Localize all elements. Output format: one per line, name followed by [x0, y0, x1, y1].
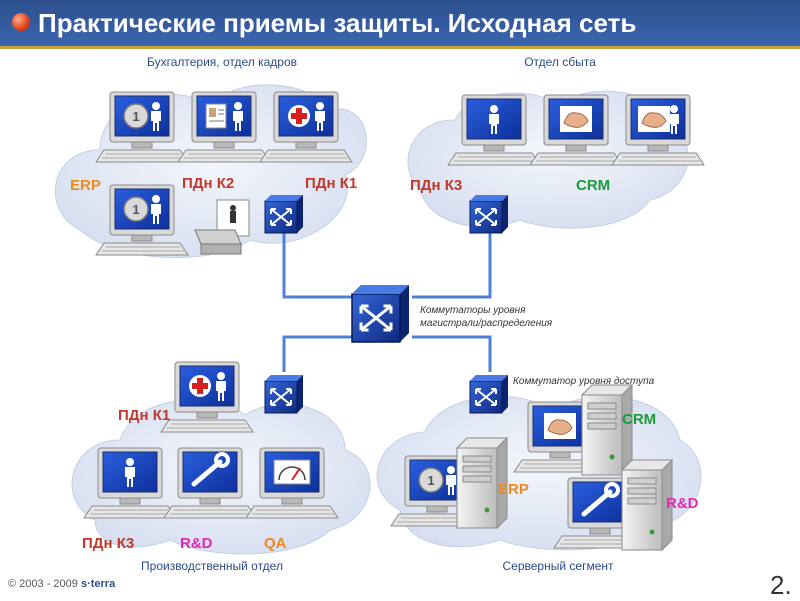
- printer-icon: [194, 199, 250, 255]
- handshake-icon: [543, 412, 577, 440]
- label-rd-server: R&D: [666, 495, 699, 512]
- page-number: 2.: [770, 570, 792, 600]
- workstation-sales-1: [447, 94, 541, 166]
- network-links: [282, 232, 492, 372]
- access-switch-note: Коммутатор уровня доступа: [513, 376, 655, 387]
- label-erp-server: ERP: [498, 481, 529, 498]
- gauge-icon: [273, 459, 311, 485]
- segment-servers-label: Серверный сегмент: [503, 559, 614, 573]
- workstation-acc-3: [259, 91, 353, 163]
- segment-sales-label: Отдел сбыта: [524, 55, 596, 69]
- bullet-icon: [12, 13, 30, 31]
- segment-production-label: Производственный отдел: [141, 559, 283, 573]
- label-pdn-k3-top: ПДн К3: [410, 177, 462, 194]
- footer-logo: © 2003 - 2009 s·terra: [8, 578, 115, 590]
- handshake-icon: [559, 105, 593, 133]
- coin-icon: [418, 467, 444, 493]
- brand-name: s·terra: [80, 578, 116, 590]
- workstation-acc-4: [95, 184, 189, 256]
- workstation-prod-1: [160, 361, 254, 433]
- page-title: Практические приемы защиты. Исходная сет…: [38, 8, 637, 38]
- server-rd: [621, 459, 673, 551]
- id-card-icon: [205, 103, 227, 129]
- label-pdn-k1-top: ПДн К1: [305, 175, 357, 192]
- segment-accounting-label: Бухгалтерия, отдел кадров: [147, 55, 297, 69]
- switch-access: [469, 374, 509, 414]
- label-rd-bottom: R&D: [180, 535, 213, 552]
- label-pdn-k3-bottom: ПДн К3: [82, 535, 134, 552]
- label-pdn-k2: ПДн К2: [182, 175, 234, 192]
- switch-sales: [469, 194, 509, 234]
- workstation-prod-2: [83, 447, 177, 519]
- server-crm: [581, 384, 633, 476]
- switch-accounting: [264, 194, 304, 234]
- workstation-sales-3: [611, 94, 705, 166]
- workstation-prod-4: [245, 447, 339, 519]
- workstation-acc-2: [177, 91, 271, 163]
- core-switch-note-line2: магистрали/распределения: [420, 318, 553, 329]
- label-crm-top: CRM: [576, 177, 610, 194]
- coin-icon: [123, 103, 149, 129]
- switch-core: [350, 283, 411, 344]
- workstation-prod-3: [163, 447, 257, 519]
- handshake-icon: [637, 105, 671, 133]
- core-switch-note-line1: Коммутаторы уровня: [420, 305, 526, 316]
- medical-cross-icon: [288, 105, 310, 127]
- label-erp-left: ERP: [70, 177, 101, 194]
- label-qa: QA: [264, 535, 287, 552]
- coin-icon: [123, 196, 149, 222]
- footer-years: 2003 - 2009: [19, 578, 78, 590]
- medical-cross-icon: [189, 375, 211, 397]
- title-underline: [0, 46, 800, 49]
- workstation-sales-2: [529, 94, 623, 166]
- workstation-acc-1: [95, 91, 189, 163]
- label-crm-server: CRM: [622, 411, 656, 428]
- title-bar: Практические приемы защиты. Исходная сет…: [0, 0, 800, 46]
- copyright-sign: ©: [8, 578, 17, 590]
- switch-production: [264, 374, 304, 414]
- label-pdn-k1-bottom: ПДн К1: [118, 407, 170, 424]
